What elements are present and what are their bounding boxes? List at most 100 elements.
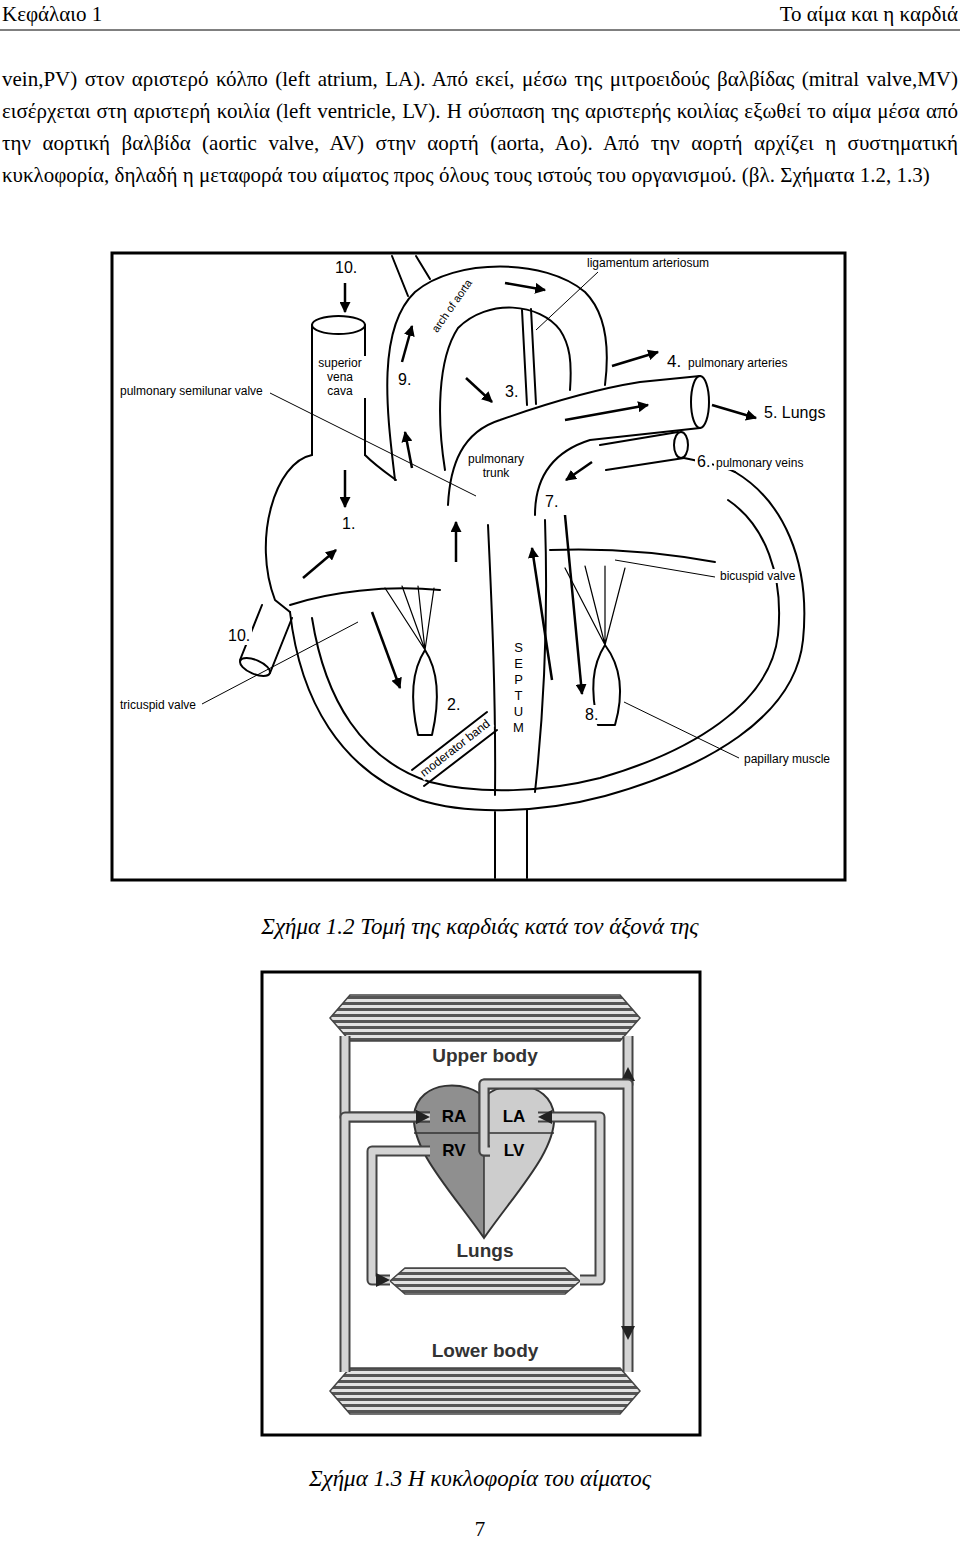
callout-number: 5. Lungs xyxy=(762,403,827,422)
part-name: pulmonary semilunar valve xyxy=(118,384,265,398)
body-paragraph: vein,PV) στον αριστερό κόλπο (left atriu… xyxy=(2,63,958,191)
part-name: superior vena cava xyxy=(313,356,367,398)
page-number: 7 xyxy=(0,1517,960,1542)
pulmonary-trunk-wall xyxy=(448,376,700,505)
flow-arrow xyxy=(303,550,336,578)
callout-number: 8. xyxy=(583,705,600,724)
capillary-bed xyxy=(330,995,640,1414)
vessel-connector xyxy=(345,1117,430,1340)
node-label: Lower body xyxy=(432,1340,539,1362)
valve-ring xyxy=(290,588,440,605)
pulmonary-artery-opening xyxy=(691,376,709,428)
running-header: Κεφάλαιο 1 xyxy=(2,2,102,27)
node-label: LV xyxy=(504,1141,524,1161)
chamber-box: RV xyxy=(430,1134,478,1168)
node-label: Upper body xyxy=(432,1045,538,1067)
capillary-bed xyxy=(390,1268,580,1294)
chordae xyxy=(385,586,434,650)
aortic-branch xyxy=(392,256,430,296)
flow-arrow xyxy=(565,405,648,420)
flow-arrow xyxy=(455,522,458,562)
part-name: tricuspid valve xyxy=(118,698,198,712)
descending-aorta xyxy=(495,810,527,878)
running-header: Το αίμα και η καρδιά xyxy=(780,2,958,27)
ligamentum xyxy=(522,309,536,405)
figure-caption: Σχήμα 1.2 Τομή της καρδιάς κατά τον άξον… xyxy=(0,913,960,941)
figure-frame xyxy=(112,253,845,880)
moderator-band-line xyxy=(412,712,497,786)
leader-line xyxy=(615,560,715,577)
valve-ring xyxy=(550,550,715,563)
chamber-box: LV xyxy=(490,1134,538,1168)
callout-number: 6. xyxy=(695,452,712,471)
node-label: RV xyxy=(442,1141,465,1161)
papillary-muscle xyxy=(413,650,436,735)
callout-number: 10. xyxy=(333,258,359,277)
part-name: papillary muscle xyxy=(742,752,832,766)
leader-line xyxy=(202,622,358,704)
atrium-wall xyxy=(365,455,396,480)
flow-arrow xyxy=(402,326,412,362)
flow-arrow xyxy=(565,515,582,694)
node-label: RA xyxy=(442,1107,467,1127)
capillary-bed xyxy=(330,995,640,1041)
leader-line xyxy=(202,272,739,758)
callout-number: 4. xyxy=(665,352,683,372)
flow-arrow xyxy=(303,283,756,694)
vessel-connector xyxy=(484,1084,628,1340)
flow-arrow xyxy=(566,462,592,480)
septum-wall xyxy=(488,520,546,795)
vessel-connector xyxy=(345,1067,430,1117)
flow-arrow xyxy=(712,405,756,418)
part-name: pulmonary trunk xyxy=(464,452,528,480)
pulmonary-vein-wall xyxy=(600,432,684,470)
chamber-box: LA xyxy=(490,1102,538,1132)
flow-arrow xyxy=(532,548,552,680)
part-name: pulmonary veins xyxy=(714,456,805,470)
flow-arrow xyxy=(372,612,400,688)
vessel-connector xyxy=(538,1117,600,1280)
heart-drawing xyxy=(238,256,805,878)
callout-number: 1. xyxy=(340,514,357,533)
part-name: bicuspid valve xyxy=(718,569,797,583)
capillary-bed xyxy=(330,1368,640,1414)
leader-line xyxy=(536,272,598,330)
header-rule xyxy=(0,30,960,31)
part-name: moderator band xyxy=(416,715,495,781)
callout-number: 7. xyxy=(543,492,560,511)
figure-frame xyxy=(262,972,700,1435)
part-name: ligamentum arteriosum xyxy=(585,256,711,270)
vessel-connector xyxy=(372,1151,430,1280)
leader-line xyxy=(270,393,476,496)
callout-number: 9. xyxy=(396,370,413,389)
vessel-connector xyxy=(484,1084,628,1340)
chamber-box: RA xyxy=(430,1102,478,1132)
callout-number: 3. xyxy=(503,382,520,401)
vessel-connector xyxy=(345,1117,430,1340)
flow-arrow xyxy=(344,470,347,507)
figure-caption: Σχήμα 1.3 Η κυκλοφορία του αίματος xyxy=(0,1465,960,1493)
capillary-band: Upper body xyxy=(330,990,640,1067)
vena-cava-opening xyxy=(312,316,365,334)
vessel-connector xyxy=(372,1151,430,1280)
pulmonary-trunk-wall xyxy=(535,428,700,515)
part-name: SEPTUM xyxy=(510,640,527,736)
vessel-stub xyxy=(345,1036,628,1372)
vessel-connector xyxy=(372,1151,430,1280)
vessel-stub xyxy=(345,1036,628,1372)
flow-arrow xyxy=(405,432,412,468)
connector-group xyxy=(345,1067,628,1340)
heart-fill xyxy=(400,1070,484,1250)
callout-number: 2. xyxy=(445,695,462,714)
node-label: LA xyxy=(503,1107,526,1127)
atrium-wall xyxy=(266,455,312,612)
pulmonary-vein-opening xyxy=(674,432,688,458)
part-name: pulmonary arteries xyxy=(686,356,789,370)
vessel-connector xyxy=(538,1117,600,1280)
aorta-wall xyxy=(440,308,571,470)
callout-number: 10. xyxy=(226,626,252,645)
